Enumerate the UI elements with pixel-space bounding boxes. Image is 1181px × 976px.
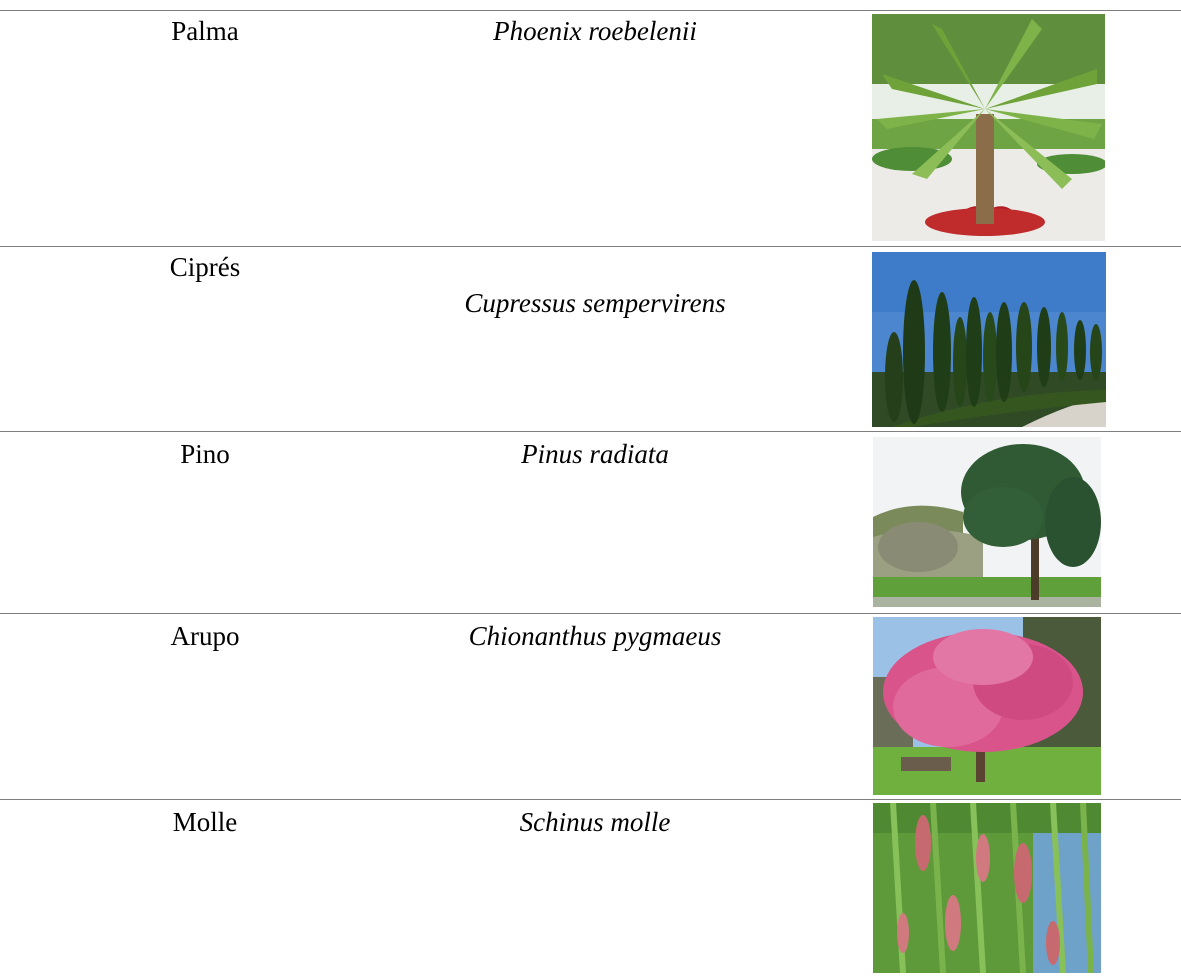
table-row: Ciprés Cupressus sempervirens <box>0 246 1181 431</box>
table-row: Palma Phoenix roebelenii <box>0 10 1181 246</box>
row-divider <box>0 10 1181 11</box>
pepper-tree-photo <box>873 803 1101 973</box>
table-row: Pino Pinus radiata <box>0 431 1181 613</box>
row-divider <box>0 431 1181 432</box>
row-divider <box>0 246 1181 247</box>
row-divider <box>0 799 1181 800</box>
common-name-cell: Palma <box>171 16 239 46</box>
cypress-trees-photo <box>872 252 1106 427</box>
common-name-cell: Molle <box>172 807 238 837</box>
pine-tree-photo <box>873 437 1101 607</box>
common-name-cell: Ciprés <box>169 252 241 282</box>
scientific-name-cell: Schinus molle <box>519 807 671 837</box>
common-name-cell: Pino <box>180 439 230 469</box>
scientific-name-cell: Pinus radiata <box>521 439 669 469</box>
scientific-name-cell: Chionanthus pygmaeus <box>468 621 722 651</box>
scientific-name-cell: Cupressus sempervirens <box>464 288 726 318</box>
row-divider <box>0 613 1181 614</box>
table-row: Arupo Chionanthus pygmaeus <box>0 613 1181 799</box>
table-row: Molle Schinus molle <box>0 799 1181 976</box>
palm-tree-photo <box>872 14 1105 241</box>
common-name-cell: Arupo <box>170 621 240 651</box>
flowering-tree-photo <box>873 617 1101 795</box>
scientific-name-cell: Phoenix roebelenii <box>493 16 697 46</box>
